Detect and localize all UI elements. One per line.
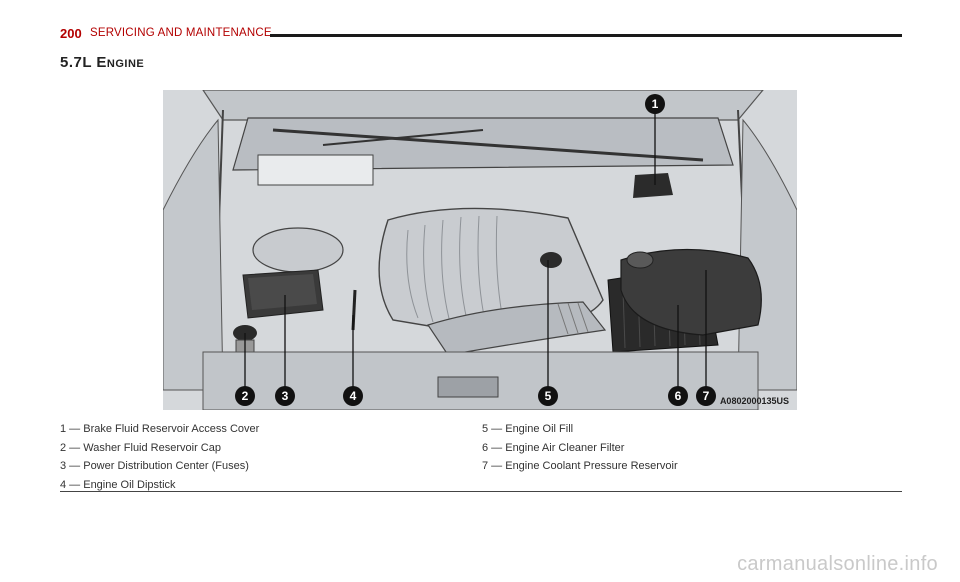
- section-title: SERVICING AND MAINTENANCE: [90, 27, 272, 39]
- legend-item: 3 — Power Distribution Center (Fuses): [60, 460, 249, 472]
- header-rule: [270, 34, 902, 37]
- page-number: 200: [60, 26, 82, 41]
- watermark: carmanualsonline.info: [737, 553, 938, 575]
- callout-1: 1: [645, 94, 665, 114]
- legend-item: 6 — Engine Air Cleaner Filter: [482, 441, 625, 454]
- figure-code: A0802000135US: [719, 396, 789, 406]
- legend-rule: [60, 491, 902, 492]
- callout-6: 6: [668, 386, 688, 406]
- page-heading: 5.7L Engine: [60, 54, 145, 71]
- legend-item: 5 — Engine Oil Fill: [482, 423, 574, 435]
- callout-4: 4: [343, 386, 363, 406]
- callout-7: 7: [696, 386, 716, 406]
- callout-5: 5: [538, 386, 558, 406]
- page-header: 200 SERVICING AND MAINTENANCE: [60, 22, 902, 46]
- legend-item: 2 — Washer Fluid Reservoir Cap: [60, 441, 221, 454]
- callout-3: 3: [275, 386, 295, 406]
- legend-item: 7 — Engine Coolant Pressure Reservoir: [482, 460, 678, 472]
- legend-item: 1 — Brake Fluid Reservoir Access Cover: [60, 423, 260, 435]
- figure-legend: 1 — Brake Fluid Reservoir Access Cover 2…: [60, 420, 902, 491]
- engine-illustration: [163, 90, 797, 410]
- legend-column-left: 1 — Brake Fluid Reservoir Access Cover 2…: [60, 420, 259, 494]
- callout-2: 2: [235, 386, 255, 406]
- legend-column-right: 5 — Engine Oil Fill 6 — Engine Air Clean…: [482, 420, 678, 476]
- legend-item: 4 — Engine Oil Dipstick: [60, 478, 176, 491]
